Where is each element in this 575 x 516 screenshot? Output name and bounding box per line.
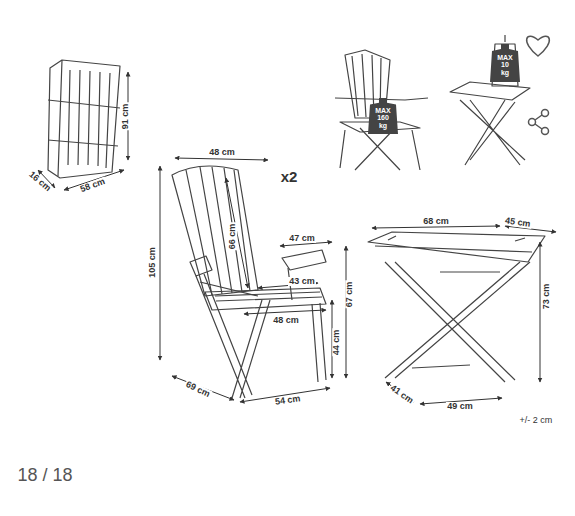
dimension-label: 105 cm <box>148 246 157 279</box>
dimension-label: 44 cm <box>333 328 342 356</box>
quantity-mark: x2 <box>280 169 299 184</box>
dimension-label: 67 cm <box>346 280 355 308</box>
dimension-label: 48 cm <box>208 148 236 157</box>
dimension-label: 91 cm <box>122 102 131 130</box>
dimension-label: +/- 2 cm <box>519 416 554 425</box>
dimension-label: 47 cm <box>288 234 316 243</box>
weight-tag: MAX 160 kg <box>368 96 398 134</box>
weight-tag: MAX 10 kg <box>490 42 520 82</box>
dimension-label: 41 cm <box>388 382 416 405</box>
weight-text: MAX 160 kg <box>375 107 391 129</box>
dimension-label: 48 cm <box>272 316 300 325</box>
weight-text: MAX 10 kg <box>497 54 513 76</box>
dimension-label: 43 cm <box>288 277 316 286</box>
dimension-label: 49 cm <box>446 402 474 411</box>
dimension-label: 58 cm <box>79 176 108 194</box>
dimension-label: 68 cm <box>422 217 450 226</box>
page-counter: 18 / 18 <box>16 466 73 484</box>
dimension-label: 73 cm <box>543 282 552 310</box>
dimension-label: 66 cm <box>229 222 238 250</box>
dimension-label: 54 cm <box>274 394 303 407</box>
dimension-label: 69 cm <box>184 379 213 399</box>
